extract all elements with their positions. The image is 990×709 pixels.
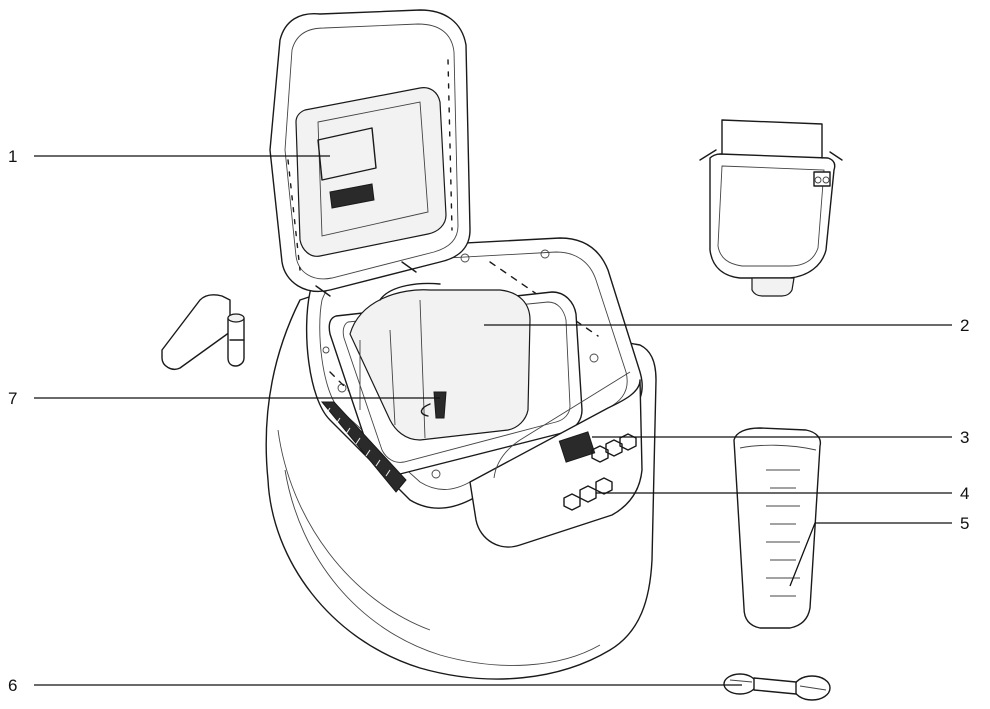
leader-line-5 xyxy=(789,522,952,587)
leader-lines xyxy=(34,155,952,686)
callout-7: 7 xyxy=(8,389,17,408)
kneading-blade xyxy=(161,294,245,370)
callout-3: 3 xyxy=(960,428,969,447)
callout-4: 4 xyxy=(960,484,969,503)
callout-labels: 1 2 3 4 5 6 7 xyxy=(8,147,969,695)
callout-5: 5 xyxy=(960,514,969,533)
lid xyxy=(269,9,471,297)
callout-6: 6 xyxy=(8,676,17,695)
callout-1: 1 xyxy=(8,147,17,166)
bread-maker-body xyxy=(265,237,657,680)
measuring-cup xyxy=(733,427,822,629)
bread-pan xyxy=(699,119,843,297)
callout-2: 2 xyxy=(960,316,969,335)
measuring-spoon xyxy=(723,673,831,701)
